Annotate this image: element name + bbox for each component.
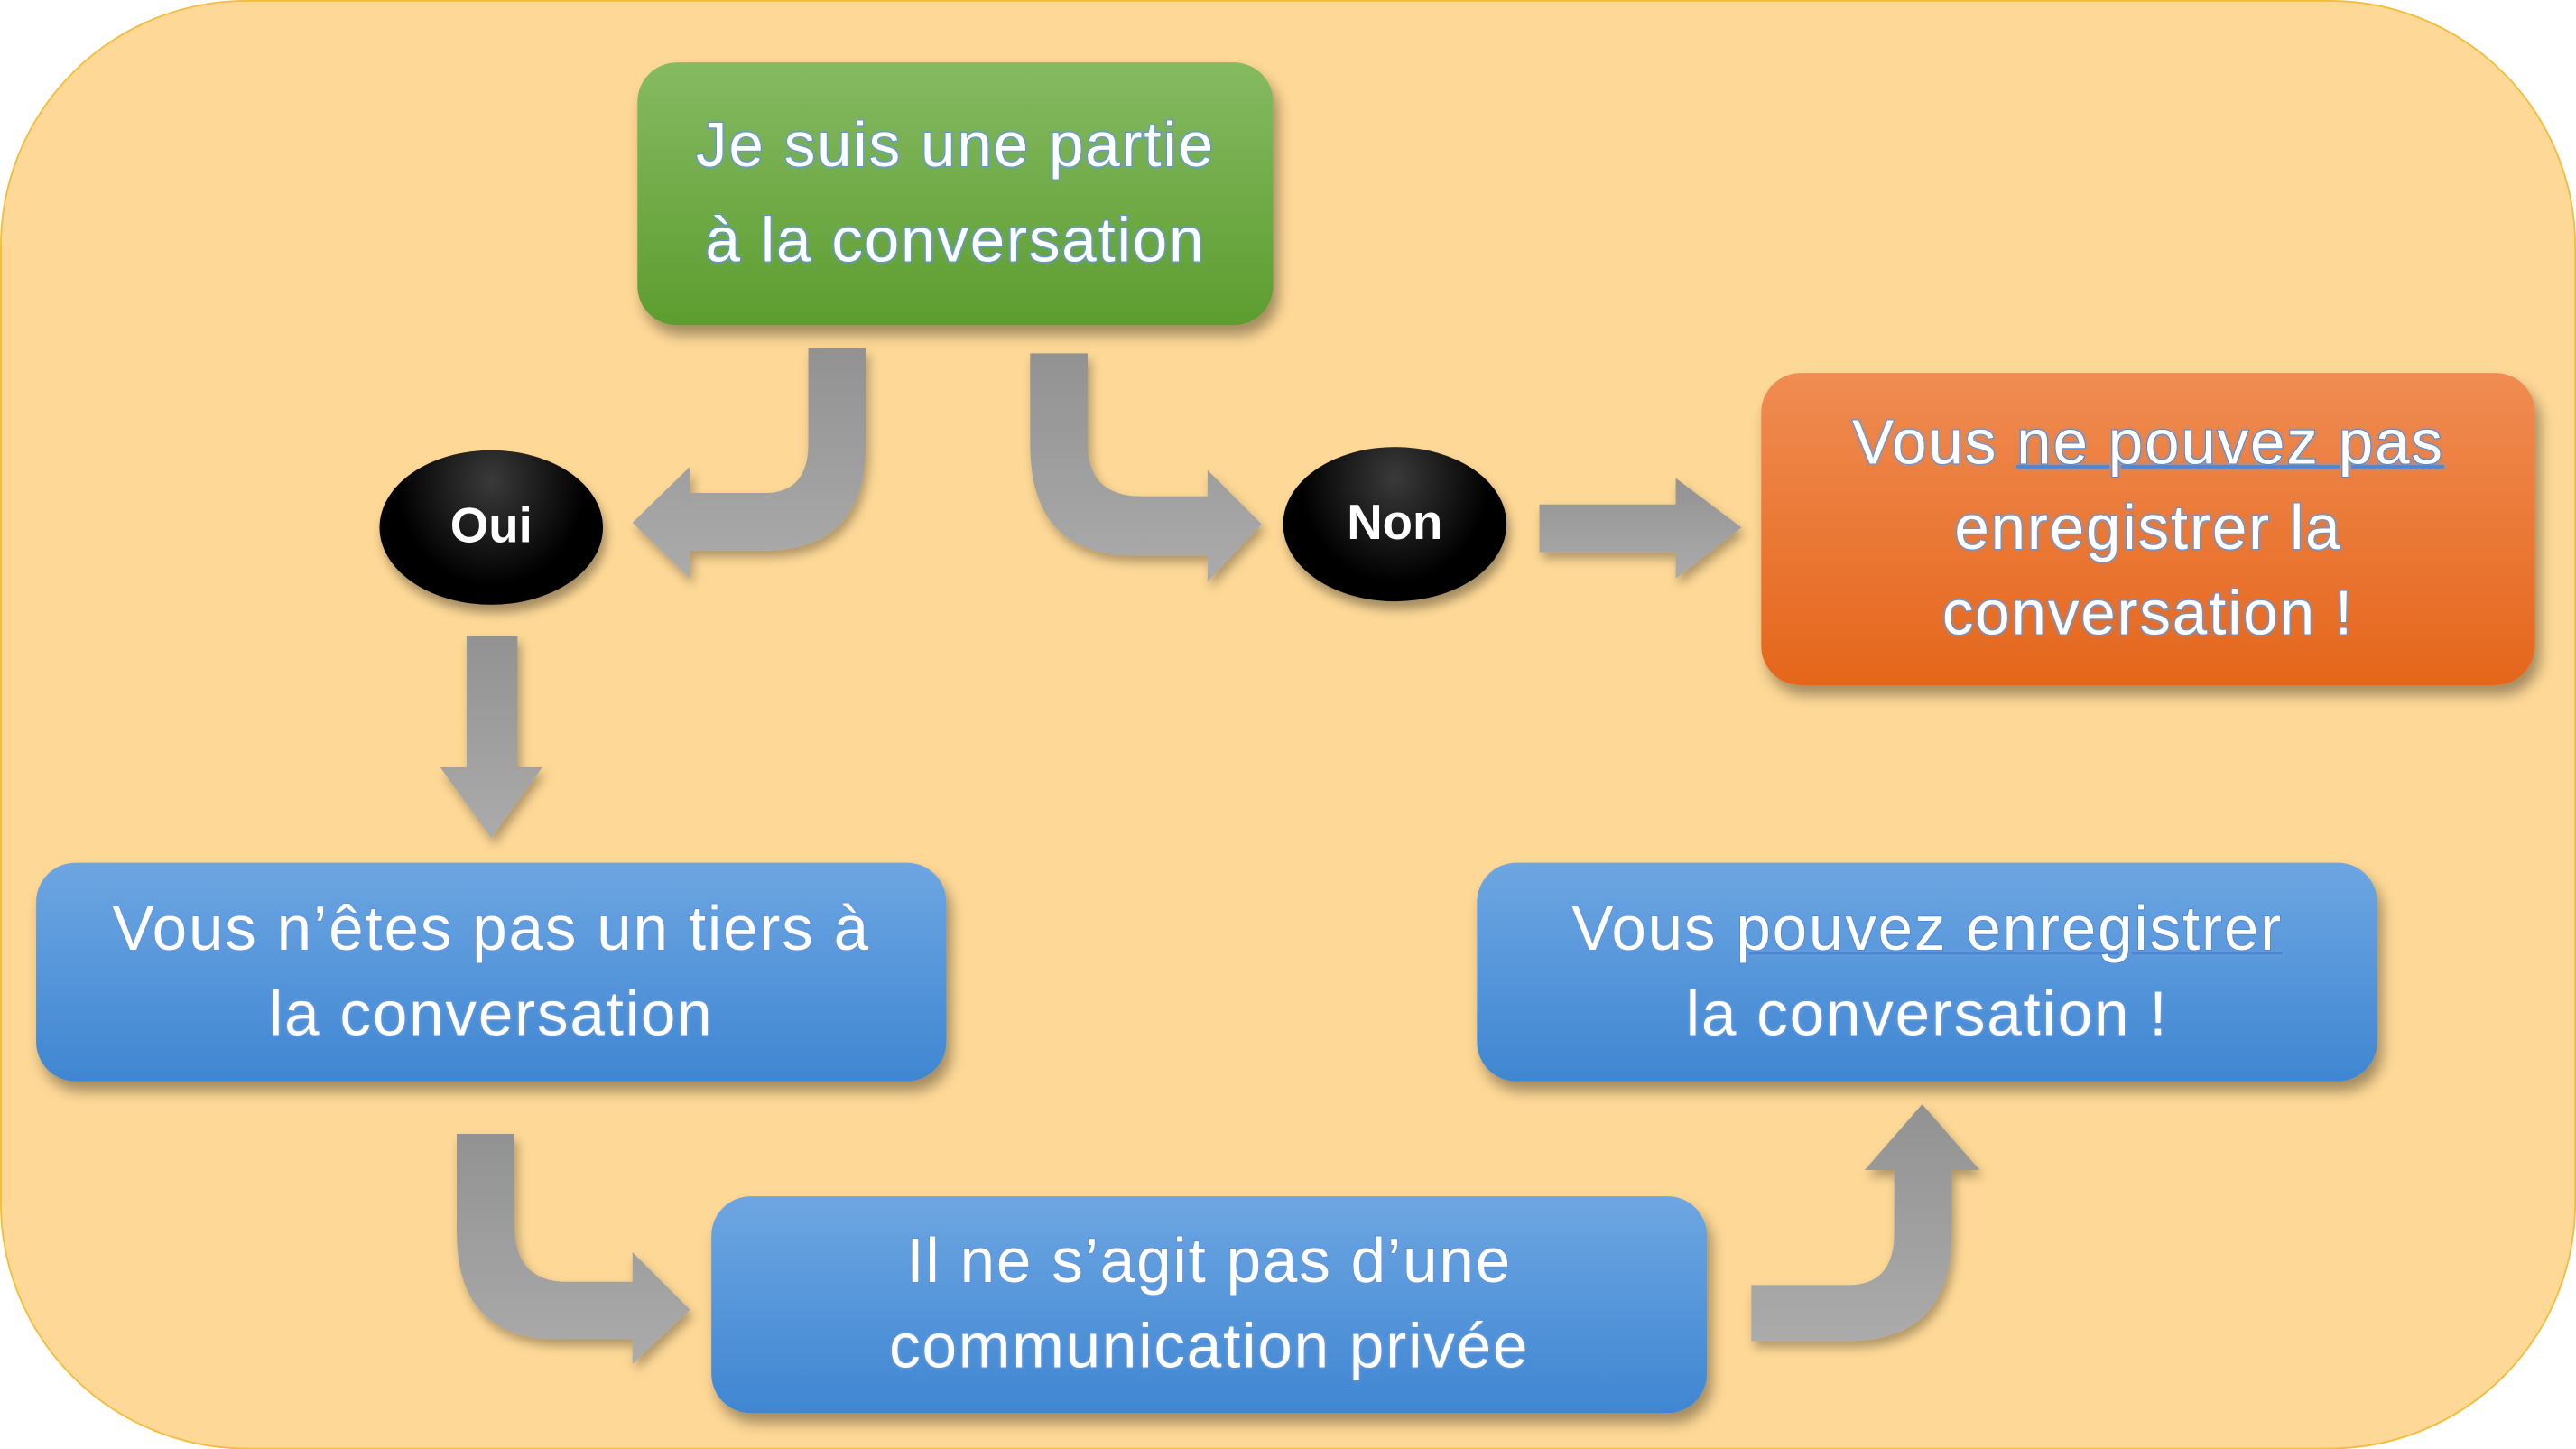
yes-result-node: Vous pouvez enregistrer la conversation !	[1477, 862, 2377, 1082]
no-result-pre: Vous	[1851, 408, 2017, 478]
step2-line2: communication privée	[888, 1312, 1530, 1382]
step1-line2: la conversation	[268, 980, 714, 1050]
decision-no: Non	[1283, 447, 1507, 602]
yes-result-line2: la conversation !	[1685, 980, 2169, 1050]
arrow-to-yes-result	[1751, 1104, 1980, 1342]
decision-yes: Oui	[379, 450, 604, 605]
not-third-party-node: Vous n’êtes pas un tiers à la conversatio…	[36, 862, 947, 1082]
step2-line1: Il ne s’agit pas d’une	[905, 1227, 1512, 1297]
yes-label: Oui	[449, 499, 533, 554]
arrow-oui-down	[440, 636, 542, 839]
start-node: Je suis une partie à la conversation	[637, 62, 1274, 326]
arrow-non-to-result	[1539, 478, 1742, 579]
arrow-to-private	[457, 1133, 690, 1364]
not-private-node: Il ne s’agit pas d’une communication priv…	[711, 1196, 1708, 1414]
yes-result-underlined: pouvez enregistrer	[1735, 894, 2283, 964]
arrow-to-non	[1030, 353, 1262, 582]
no-result-node: Vous ne pouvez pas enregistrer la conversa…	[1761, 373, 2535, 686]
step1-line1: Vous n’êtes pas un tiers à	[112, 894, 870, 964]
no-label: Non	[1347, 496, 1443, 551]
start-line2: à la conversation	[705, 206, 1206, 276]
no-result-underlined: ne pouvez pas	[2015, 408, 2444, 478]
arrow-to-oui	[632, 348, 866, 579]
no-result-line2: enregistrer la	[1953, 494, 2342, 564]
yes-result-pre: Vous	[1571, 894, 1737, 964]
start-line1: Je suis une partie	[695, 111, 1215, 181]
no-result-line3: conversation !	[1941, 580, 2354, 650]
